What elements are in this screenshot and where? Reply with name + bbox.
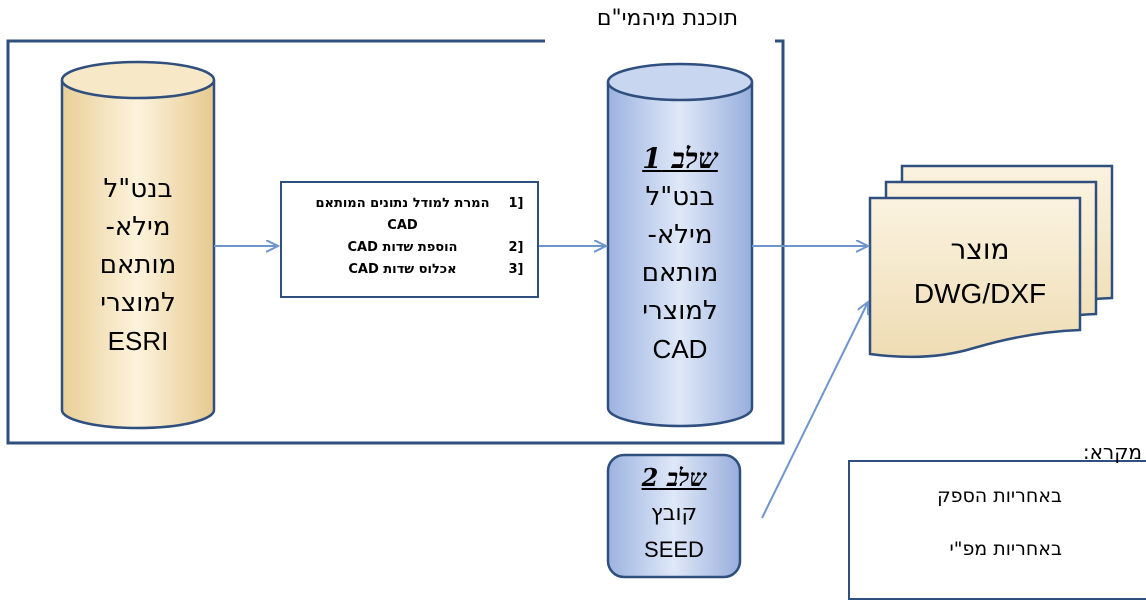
- right-cylinder-text: שלב 1 בנט"ל מילא- מותאם למוצרי CAD: [608, 140, 752, 368]
- diagram-canvas: [6, 39, 1114, 579]
- legend-box: [848, 460, 1146, 600]
- seed-line-2: SEED: [644, 537, 704, 562]
- process-item-2: 2] הוספת שדות CAD: [300, 237, 527, 259]
- left-cylinder-shape: [60, 60, 216, 430]
- right-cylinder-step: שלב 1: [642, 142, 718, 175]
- process-item-1-text: המרת למודל נתונים המותאם CAD: [315, 196, 490, 233]
- right-cylinder-line-1: בנט"ל: [645, 182, 715, 212]
- right-cylinder-shape: [606, 62, 754, 428]
- legend-label-mapi: באחריות מפ"י: [949, 538, 1062, 560]
- legend-label-supplier: באחריות הספק: [937, 485, 1062, 507]
- legend-title: מקרא:: [1082, 440, 1142, 464]
- right-cylinder-line-3: מותאם: [641, 258, 719, 288]
- seed-step: שלב 2: [641, 463, 707, 492]
- left-cylinder-line-4: למוצרי: [100, 288, 176, 318]
- right-cylinder-line-5: CAD: [652, 334, 708, 364]
- left-cylinder-text: בנט"ל מילא- מותאם למוצרי ESRI: [62, 170, 214, 360]
- process-item-1: 1] המרת למודל נתונים המותאם CAD: [300, 193, 527, 237]
- document-stack: [868, 164, 1114, 359]
- seed-line-1: קובץ: [650, 501, 698, 526]
- product-line-1: מוצר: [950, 233, 1010, 266]
- product-text: מוצר DWG/DXF: [872, 228, 1088, 316]
- process-box: 1] המרת למודל נתונים המותאם CAD 2] הוספת…: [280, 181, 539, 298]
- left-cylinder-line-2: מילא-: [105, 212, 171, 242]
- product-line-2: DWG/DXF: [913, 278, 1047, 309]
- right-cylinder-line-2: מילא-: [647, 220, 713, 250]
- frame-title: תוכנת מיהמי"ם: [596, 6, 739, 31]
- seed-text: שלב 2 קובץ SEED: [610, 460, 738, 568]
- process-item-2-text: הוספת שדות CAD: [347, 240, 458, 255]
- process-item-1-num: 1]: [508, 196, 524, 211]
- left-cylinder-line-3: מותאם: [99, 250, 177, 280]
- seed-box-shape: [606, 453, 742, 579]
- process-item-3-num: 3]: [508, 262, 524, 277]
- right-cylinder-line-4: למוצרי: [642, 296, 718, 326]
- arrow-seed-to-product: [761, 302, 868, 519]
- process-item-3-text: אכלוס שדות CAD: [348, 262, 457, 277]
- left-cylinder-line-1: בנט"ל: [103, 174, 173, 204]
- main-frame: [6, 39, 785, 445]
- process-item-2-num: 2]: [508, 240, 524, 255]
- left-cylinder-line-5: ESRI: [107, 326, 169, 356]
- process-item-3: 3] אכלוס שדות CAD: [300, 259, 527, 281]
